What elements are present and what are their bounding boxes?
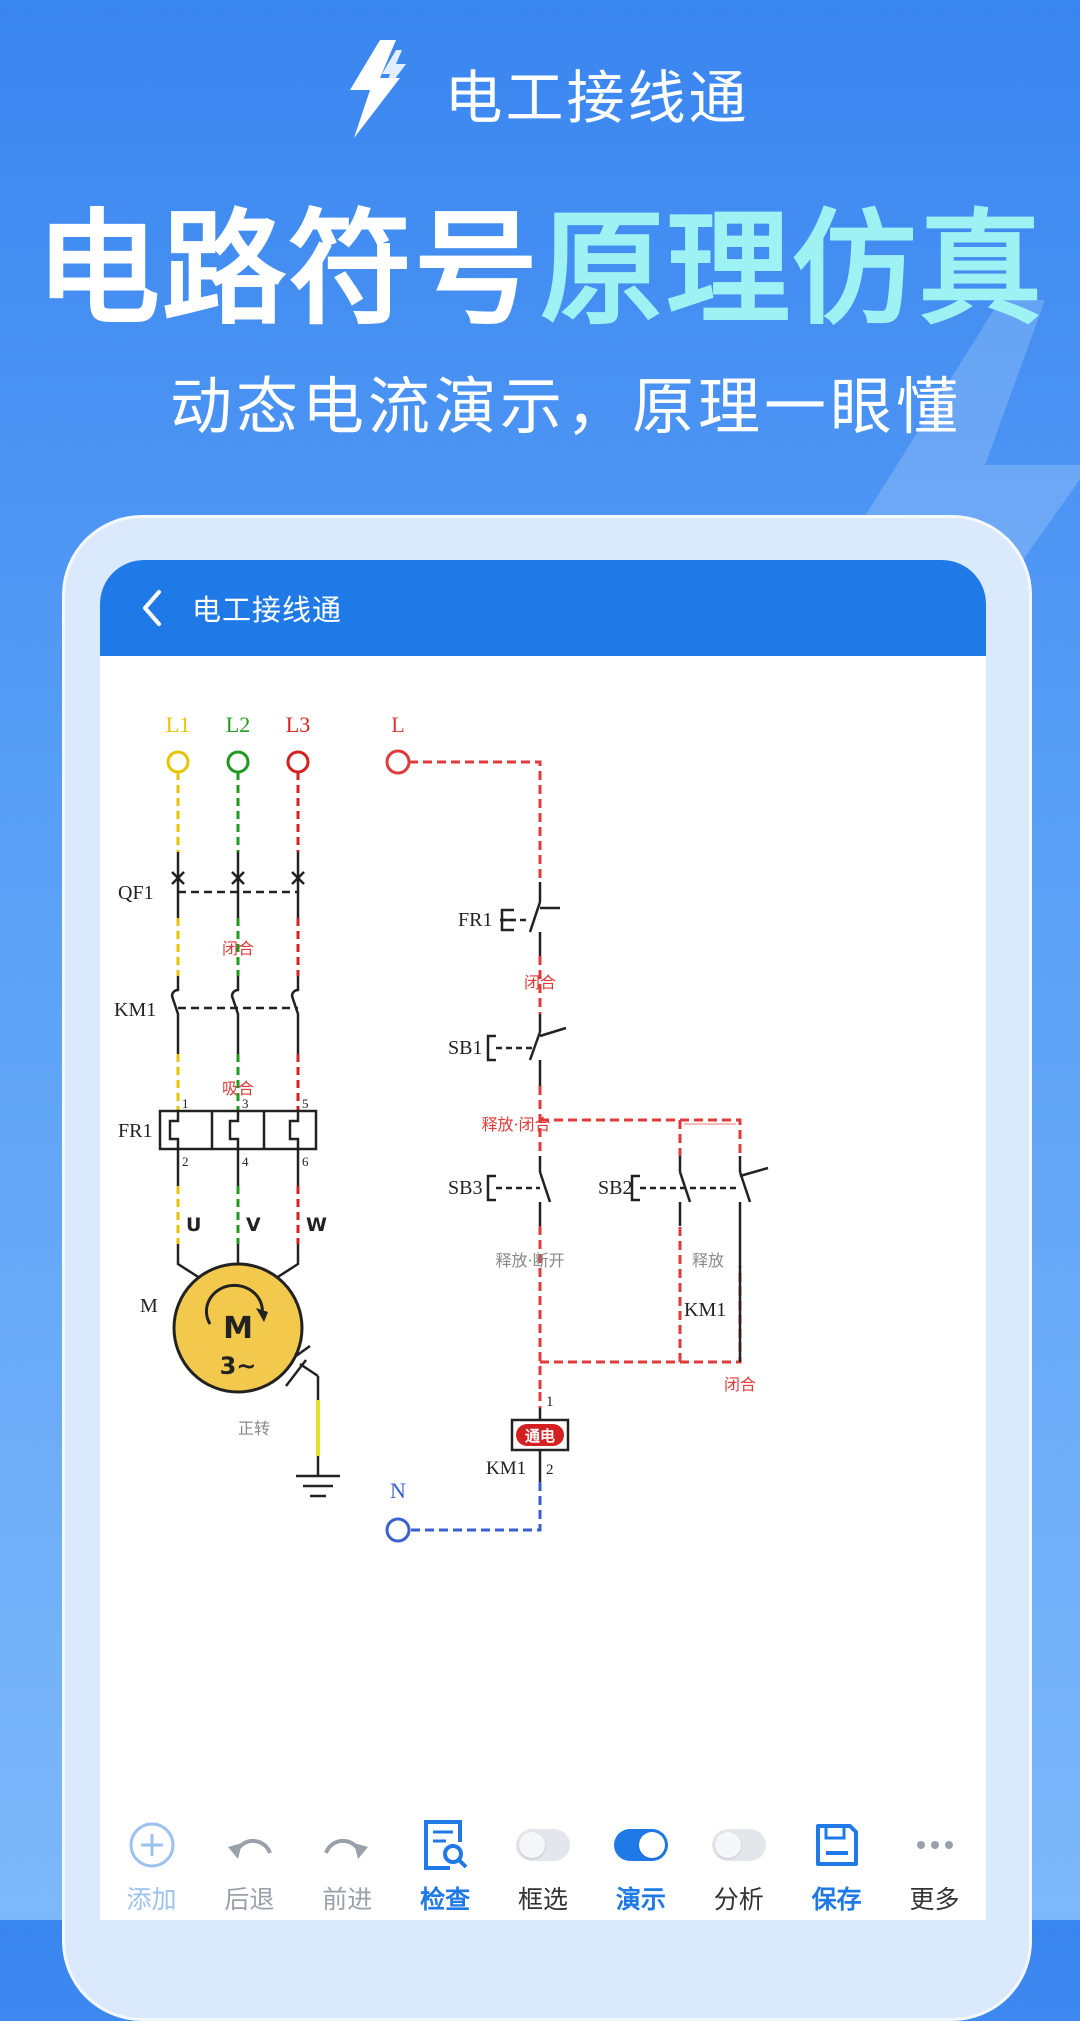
phase-label-l1: L1 <box>166 712 190 737</box>
toggle-off-icon <box>516 1829 570 1861</box>
terminal-l <box>385 749 411 775</box>
headline: 电路符号原理仿真 <box>0 200 1080 340</box>
coil-terminal-1: 1 <box>546 1394 554 1410</box>
inspect-label: 检查 <box>420 1885 471 1914</box>
more-label: 更多 <box>909 1885 960 1914</box>
lightning-bolt-icon <box>350 40 407 138</box>
coil-energized-badge <box>516 1424 564 1446</box>
line-l-label: L <box>391 712 404 737</box>
back-button[interactable] <box>112 560 192 656</box>
terminal-n <box>385 1517 411 1543</box>
headline-cyan: 原理仿真 <box>540 198 1045 342</box>
more-dots-icon <box>916 1841 953 1849</box>
demo-label: 演示 <box>615 1885 666 1914</box>
app-name: 电工接线通 <box>444 64 750 132</box>
fr1-main-term-1: 1 <box>182 1096 189 1111</box>
fr1-main-term-3: 3 <box>242 1096 249 1111</box>
phase-label-l3: L3 <box>286 712 310 737</box>
sb1-state: 释放·闭合 <box>481 1115 550 1134</box>
add-button[interactable]: 添加 <box>104 1804 199 1920</box>
control-circuit: L <box>385 712 769 1543</box>
sb1-label: SB1 <box>448 1037 482 1059</box>
motor-text: M <box>223 1311 253 1346</box>
km1-main-state: 吸合 <box>222 1079 254 1098</box>
inspect-button[interactable]: 检查 <box>398 1804 493 1920</box>
undo-label: 后退 <box>224 1885 275 1914</box>
more-button[interactable]: 更多 <box>887 1804 982 1920</box>
fr1-main-term-6: 6 <box>302 1154 309 1169</box>
sb2-state: 释放 <box>692 1251 724 1270</box>
coil-label: KM1 <box>486 1458 526 1479</box>
terminal-l1 <box>166 750 190 774</box>
sb3-state: 释放·断开 <box>495 1251 564 1270</box>
motor-terminal-v: V <box>246 1214 261 1236</box>
fr1-ctrl-state: 闭合 <box>524 973 556 992</box>
sb2-label: SB2 <box>598 1177 632 1199</box>
redo-label: 前进 <box>322 1885 373 1914</box>
motor <box>172 1262 304 1394</box>
add-label: 添加 <box>126 1885 177 1914</box>
motor-sub: 3~ <box>220 1352 257 1380</box>
fr1-main-term-2: 2 <box>182 1154 189 1169</box>
toggle-off-icon <box>711 1829 766 1861</box>
qf1-state: 闭合 <box>222 939 254 958</box>
analyze-toggle[interactable]: 分析 <box>691 1804 786 1920</box>
fr1-ctrl-label: FR1 <box>458 909 492 931</box>
fr1-main-term-4: 4 <box>242 1154 249 1169</box>
headline-white: 电路符号 <box>35 198 540 342</box>
km1-main-label: KM1 <box>114 999 156 1021</box>
phone-screen: 电工接线通 L1 L2 L3 <box>100 560 986 1920</box>
line-n-label: N <box>390 1478 406 1503</box>
undo-icon <box>228 1838 273 1859</box>
redo-button[interactable]: 前进 <box>300 1804 395 1920</box>
undo-button[interactable]: 后退 <box>202 1804 297 1920</box>
redo-icon <box>324 1838 369 1859</box>
app-header: 电工接线通 <box>0 28 1080 158</box>
rotation-arrow-icon <box>204 1283 264 1325</box>
motor-terminal-u: U <box>186 1214 201 1236</box>
bottom-toolbar: 添加 后退 前进 <box>100 1804 986 1920</box>
fr1-main-label: FR1 <box>118 1120 152 1142</box>
qf1-label: QF1 <box>118 882 154 904</box>
screen-title: 电工接线通 <box>192 593 343 627</box>
select-label: 框选 <box>517 1885 568 1914</box>
toggle-on-icon <box>613 1829 668 1861</box>
fr1-main-term-5: 5 <box>302 1096 309 1111</box>
analyze-label: 分析 <box>713 1885 764 1914</box>
chevron-left-icon <box>143 590 161 626</box>
main-circuit: L1 L2 L3 <box>114 712 340 1498</box>
motor-terminal-w: W <box>306 1214 327 1236</box>
circuit-canvas[interactable]: L1 L2 L3 <box>100 656 986 1796</box>
save-button[interactable]: 保存 <box>789 1804 884 1920</box>
sb3-label: SB3 <box>448 1177 482 1199</box>
save-label: 保存 <box>811 1885 862 1914</box>
demo-toggle[interactable]: 演示 <box>593 1804 688 1920</box>
terminal-l2 <box>226 750 250 774</box>
km1-aux-label: KM1 <box>684 1299 726 1321</box>
terminal-l3 <box>286 750 310 774</box>
motor-state: 正转 <box>238 1419 270 1438</box>
coil-badge-text: 通电 <box>525 1427 555 1445</box>
subline: 动态电流演示，原理一眼懂 <box>170 370 963 443</box>
bolt-watermark-icon <box>850 300 1080 720</box>
screen-titlebar: 电工接线通 <box>100 560 986 656</box>
inspect-icon <box>424 1820 468 1870</box>
motor-label: M <box>140 1295 158 1317</box>
select-toggle[interactable]: 框选 <box>496 1804 591 1920</box>
add-circle-icon <box>129 1822 174 1868</box>
coil-terminal-2: 2 <box>546 1462 554 1478</box>
km1-aux-state: 闭合 <box>724 1375 756 1394</box>
save-icon <box>815 1824 858 1866</box>
phase-label-l2: L2 <box>226 712 250 737</box>
